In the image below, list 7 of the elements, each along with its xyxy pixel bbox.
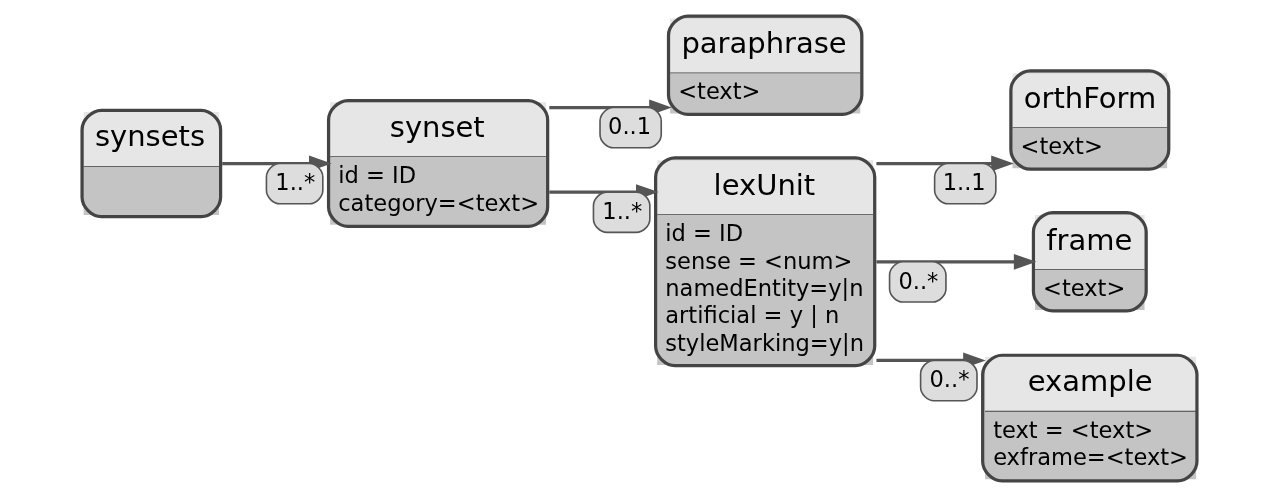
edge-label: 1..* xyxy=(275,169,316,196)
edge-label: 0..* xyxy=(929,366,970,393)
edge-label: 1..* xyxy=(602,198,643,225)
edge-label: 0..* xyxy=(898,267,939,294)
node-text: synsets xyxy=(94,119,206,154)
edge-label: 1..1 xyxy=(942,169,986,196)
edge-label: 0..1 xyxy=(608,113,652,140)
